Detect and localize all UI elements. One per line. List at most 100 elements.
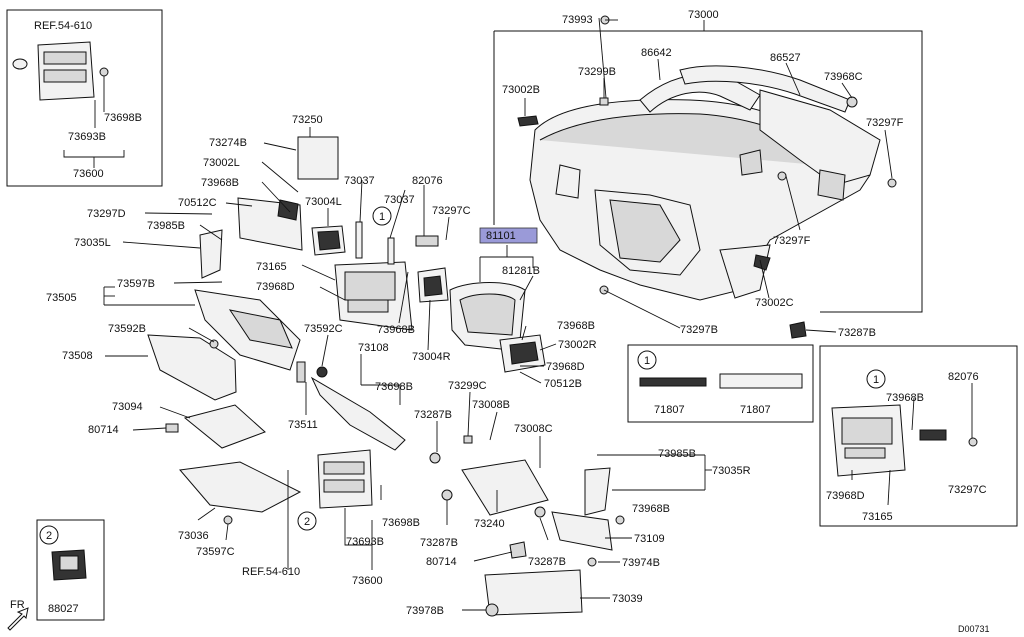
label-ref-54-610-inset: REF.54-610 [34, 20, 92, 32]
label-73037-b: 73037 [384, 194, 415, 206]
label-71807-b: 71807 [740, 404, 771, 416]
label-73240: 73240 [474, 518, 505, 530]
label-73002B: 73002B [502, 84, 540, 96]
label-73287B-c: 73287B [528, 556, 566, 568]
label-73035R: 73035R [712, 465, 751, 477]
screw-73297C-b [968, 437, 978, 447]
side-duct-86527 [739, 89, 881, 201]
label-73287B-b: 73287B [420, 537, 458, 549]
side-vent-73002R [499, 334, 546, 373]
under-cover-73094 [183, 404, 266, 449]
label-73165-a: 73165 [256, 261, 287, 273]
callout-circle-1-center [372, 206, 392, 226]
glove-box-73508 [147, 334, 237, 401]
label-73592C: 73592C [304, 323, 343, 335]
side-cover-73035R [584, 467, 611, 516]
callout-2-inset-label: 2 [46, 530, 52, 542]
center-panel-73165 [334, 261, 413, 331]
label-73287B-a: 73287B [414, 409, 452, 421]
label-82076-a: 82076 [412, 175, 443, 187]
label-73004R: 73004R [412, 351, 451, 363]
label-86642: 86642 [641, 47, 672, 59]
clip-73511 [296, 361, 306, 383]
bracket-73037-b [387, 237, 395, 265]
label-73297C-b: 73297C [948, 484, 987, 496]
label-88027: 88027 [48, 603, 79, 615]
label-73297D: 73297D [87, 208, 126, 220]
switch-88027 [51, 549, 87, 581]
label-73108: 73108 [358, 342, 389, 354]
screw-73297F-a [887, 178, 897, 188]
console-side-73109 [551, 511, 613, 551]
frame-main-dashboard [494, 30, 923, 313]
instrument-panel-assembly [517, 99, 871, 301]
clip-73968B-e [615, 515, 625, 525]
label-73693B-b: 73693B [346, 536, 384, 548]
label-80714-b: 80714 [426, 556, 457, 568]
label-73037-a: 73037 [344, 175, 375, 187]
label-73109: 73109 [634, 533, 665, 545]
label-80714-a: 80714 [88, 424, 119, 436]
clip-73592C [316, 366, 328, 378]
fr-arrow-icon [7, 607, 29, 631]
label-73002R: 73002R [558, 339, 597, 351]
label-73968D-b: 73968D [546, 361, 585, 373]
clip-73968C [846, 96, 858, 108]
label-73002C: 73002C [755, 297, 794, 309]
label-73968B-c: 73968B [557, 320, 595, 332]
side-cover-73035L [199, 229, 223, 279]
frame-bottom-left-switch [36, 519, 105, 621]
switch-panel-73600-inset [12, 41, 109, 101]
center-panel-73165-inset [831, 404, 906, 477]
switch-82076-a [415, 235, 439, 247]
callout-circle-1-badges [637, 350, 657, 370]
label-73165-b: 73165 [862, 511, 893, 523]
label-81101: 81101 [486, 230, 516, 242]
label-73968B-a: 73968B [201, 177, 239, 189]
console-tray-73039 [484, 569, 583, 616]
bolt-73287B-b [441, 489, 453, 501]
label-73600-main: 73600 [352, 575, 383, 587]
clip-80714-a [165, 423, 179, 433]
label-73008C: 73008C [514, 423, 553, 435]
label-73297F-b: 73297F [773, 235, 811, 247]
label-73597C: 73597C [196, 546, 235, 558]
clip-73592B [209, 339, 219, 349]
label-73274B: 73274B [209, 137, 247, 149]
label-82076-b: 82076 [948, 371, 979, 383]
label-73505: 73505 [46, 292, 77, 304]
label-73297F-a: 73297F [866, 117, 904, 129]
highlight-81101 [479, 227, 538, 244]
diagram-code: D00731 [958, 624, 990, 634]
bolt-73287B-c [534, 506, 546, 518]
clip-73299B [599, 97, 609, 106]
label-73693B-inset: 73693B [68, 131, 106, 143]
label-73511: 73511 [288, 419, 318, 431]
label-73600-inset: 73600 [73, 168, 104, 180]
frame-top-left-inset [6, 9, 163, 187]
label-73297B: 73297B [680, 324, 718, 336]
label-73004L: 73004L [305, 196, 342, 208]
label-73592B: 73592B [108, 323, 146, 335]
label-71807-a: 71807 [654, 404, 685, 416]
label-73299B: 73299B [578, 66, 616, 78]
meter-hood-81101 [449, 282, 526, 351]
label-73039: 73039 [612, 593, 643, 605]
callout-2-main-label: 2 [304, 516, 310, 528]
label-73968D-c: 73968D [826, 490, 865, 502]
label-86527: 86527 [770, 52, 801, 64]
label-73993: 73993 [562, 14, 593, 26]
switch-82076-b [919, 429, 947, 441]
label-73299C: 73299C [448, 380, 487, 392]
frame-right-center-panel [819, 345, 1018, 527]
front-direction-indicator: FR [7, 599, 29, 631]
leader-lines [63, 17, 973, 611]
label-73287B-right: 73287B [838, 327, 876, 339]
clip-73978B [485, 603, 499, 617]
label-73978B: 73978B [406, 605, 444, 617]
bolt-73287B-right [789, 321, 807, 339]
clip-80714-b [509, 541, 527, 559]
airbag-module-73250 [297, 136, 339, 180]
